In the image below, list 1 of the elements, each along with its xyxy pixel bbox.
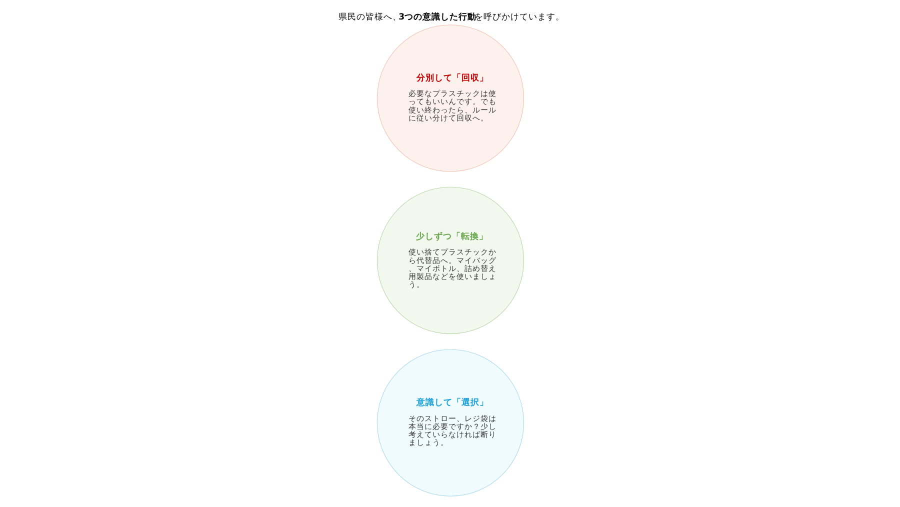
diagram-title: 県民の皆様へ、3つの意識した行動を呼びかけています。 bbox=[338, 12, 564, 22]
